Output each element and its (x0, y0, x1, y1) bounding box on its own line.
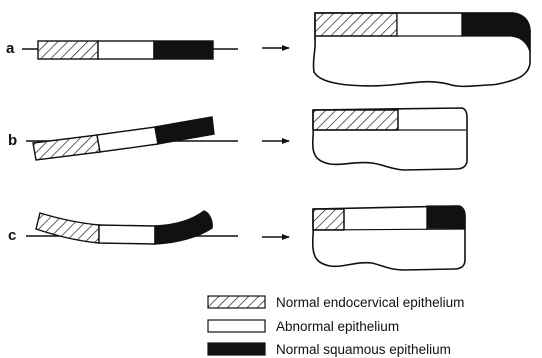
legend-label-endocervical: Normal endocervical epithelium (276, 295, 464, 310)
legend: Normal endocervical epithelium Abnormal … (208, 295, 464, 357)
row-c: c (8, 206, 465, 270)
legend-label-squamous: Normal squamous epithelium (276, 342, 451, 357)
row-label-b: b (8, 132, 17, 149)
row-b: b (8, 108, 467, 170)
legend-item-abnormal: Abnormal epithelium (208, 319, 399, 334)
section-outline-b (313, 108, 467, 170)
legend-swatch-hatched (208, 296, 265, 308)
specimen-strip-a (38, 41, 213, 59)
row-label-c: c (8, 227, 16, 244)
row-label-a: a (6, 40, 15, 57)
legend-swatch-blank (208, 320, 265, 332)
row-a: a (6, 13, 530, 86)
legend-swatch-solid (208, 343, 265, 355)
specimen-strip-c (36, 211, 212, 244)
specimen-strip-b (33, 117, 214, 160)
section-outline-c (313, 206, 465, 270)
section-outline-a (313, 13, 530, 86)
legend-label-abnormal: Abnormal epithelium (276, 319, 399, 334)
legend-item-endocervical: Normal endocervical epithelium (208, 295, 464, 310)
legend-item-squamous: Normal squamous epithelium (208, 342, 451, 357)
